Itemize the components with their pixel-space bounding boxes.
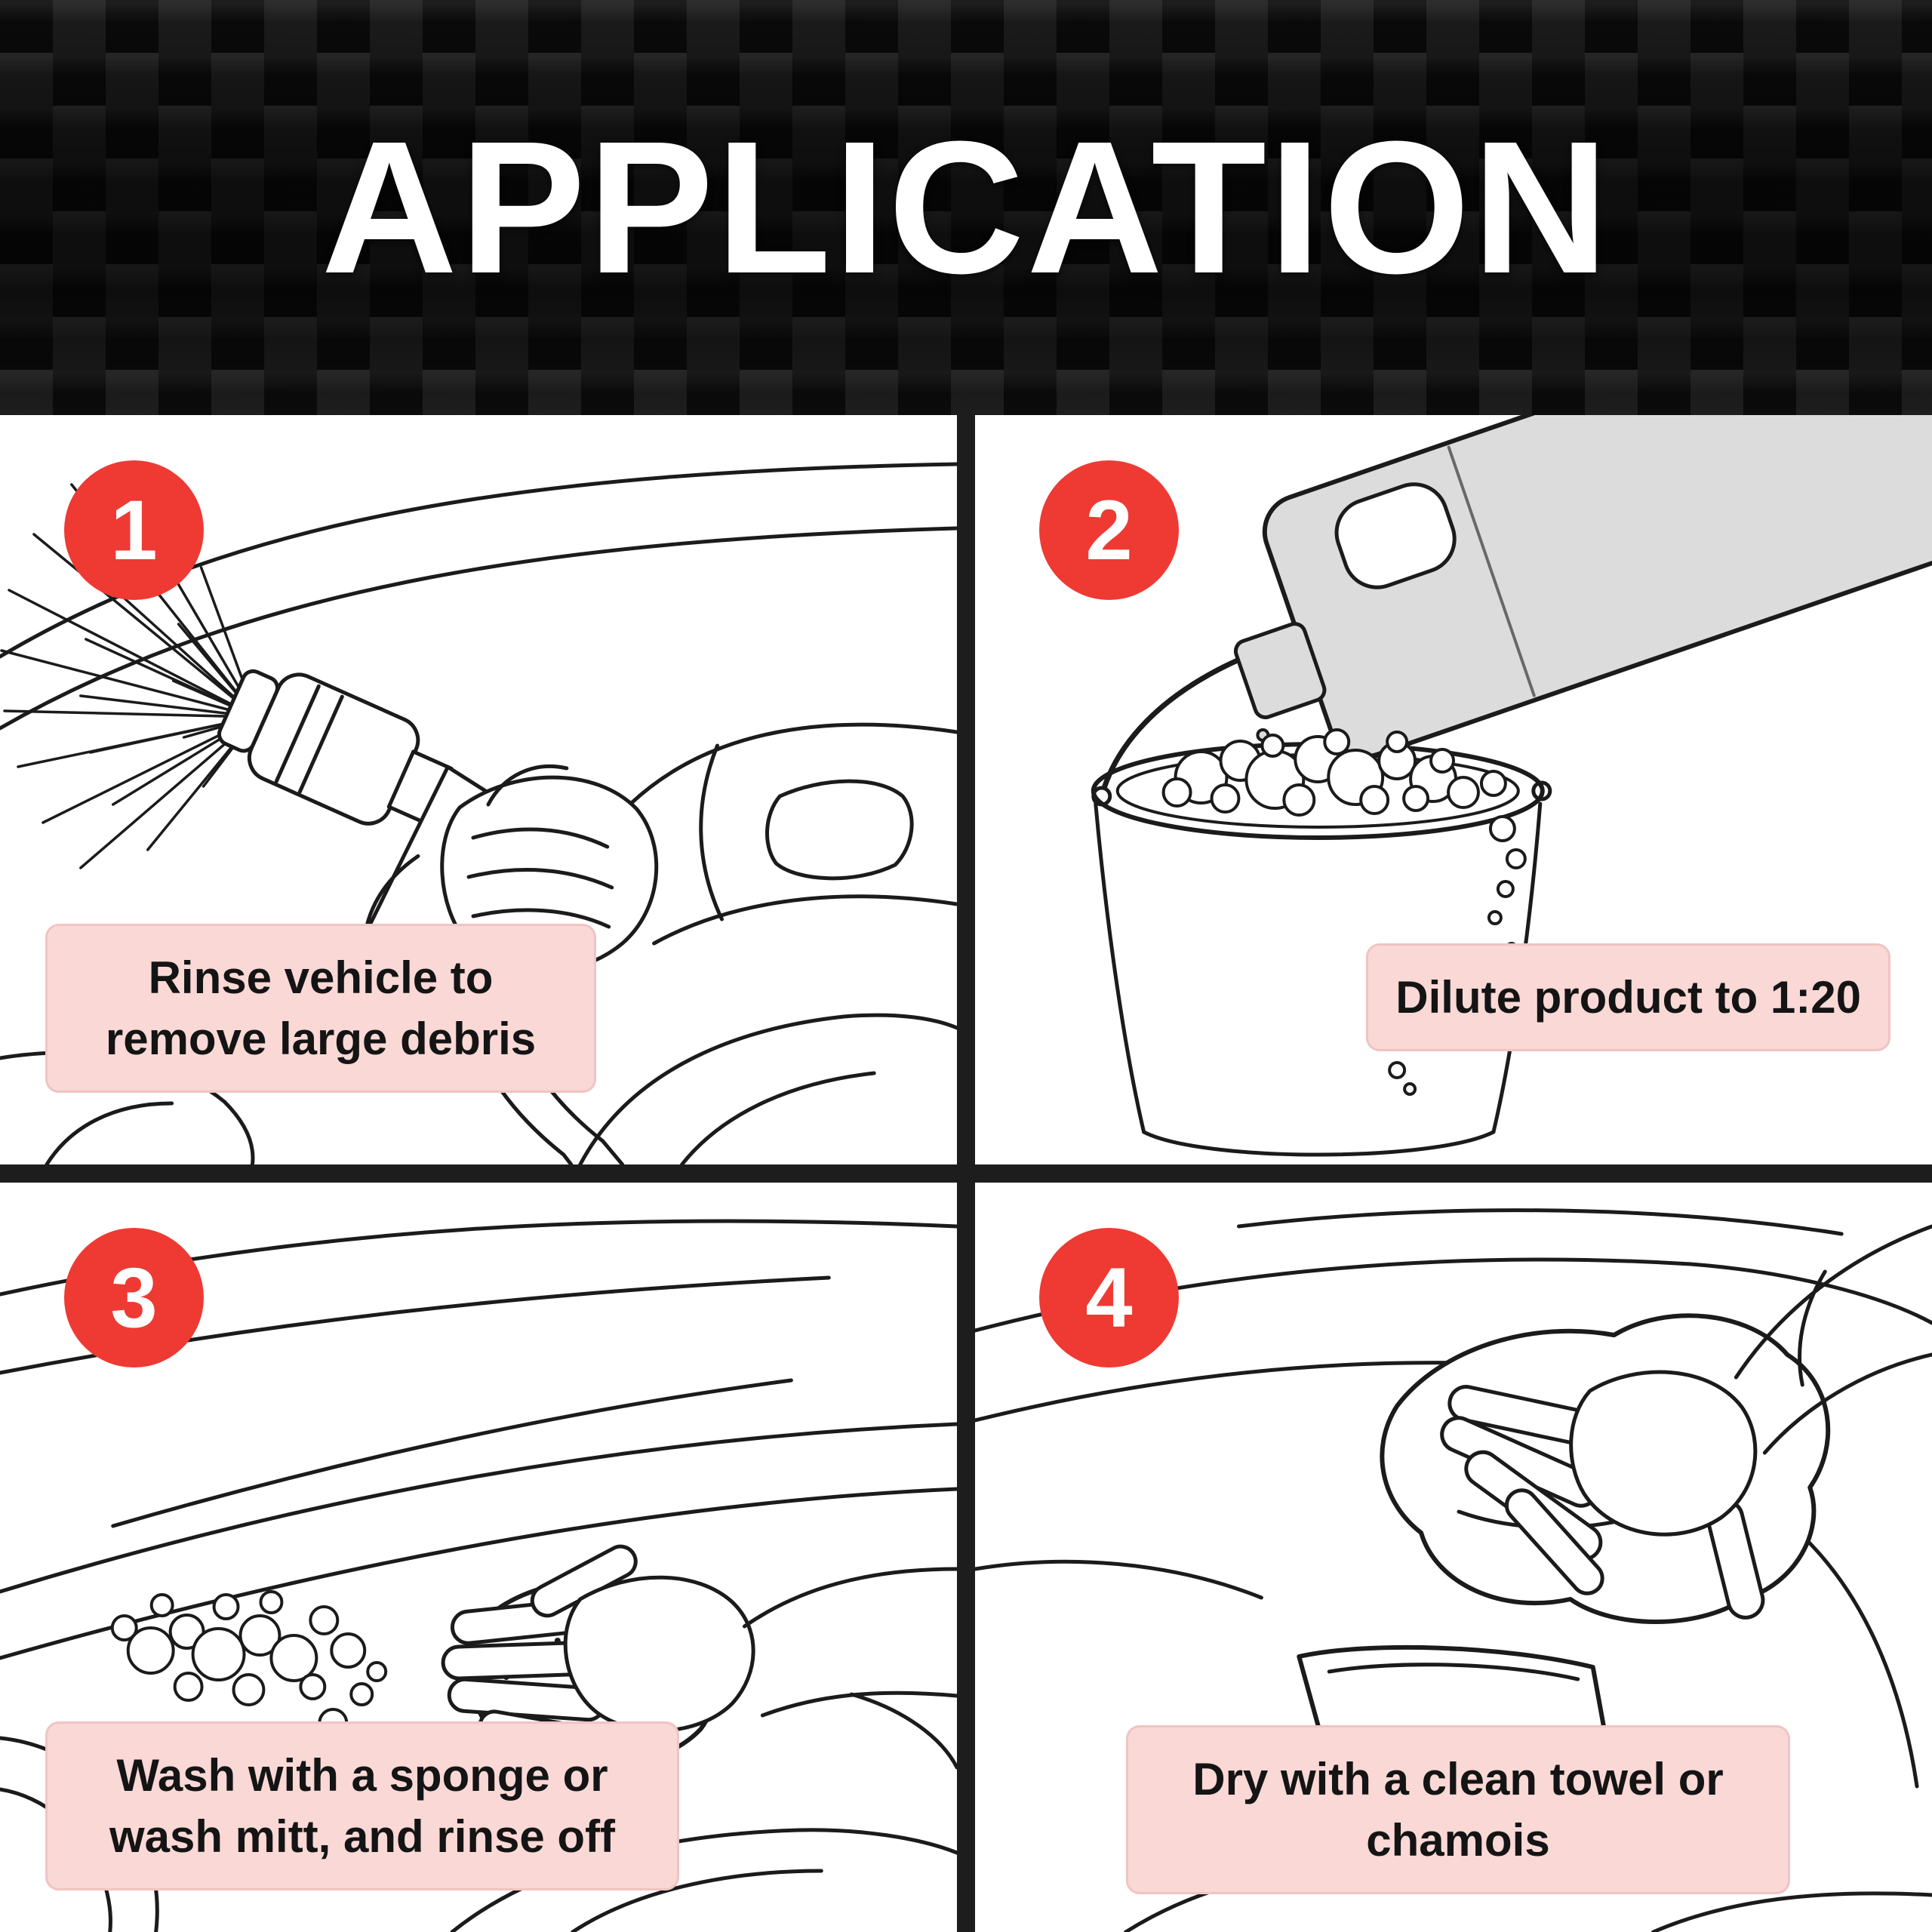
- step-number-badge: 3: [64, 1228, 204, 1367]
- step-number-badge: 4: [1039, 1228, 1179, 1367]
- caption-line: Dry with a clean towel or: [1192, 1754, 1724, 1804]
- step-number-badge: 1: [64, 460, 204, 600]
- step-number: 2: [1085, 483, 1133, 577]
- step-caption: Rinse vehicle to remove large debris: [45, 924, 596, 1093]
- page-title: APPLICATION: [321, 102, 1611, 312]
- caption-line: Rinse vehicle to: [148, 952, 494, 1003]
- caption-line: remove large debris: [105, 1014, 537, 1064]
- step-panel-4: 4 Dry with a clean towel or chamois: [975, 1183, 1932, 1932]
- caption-line: Wash with a sponge or: [116, 1750, 608, 1801]
- caption-line: chamois: [1366, 1815, 1550, 1866]
- caption-line: Dilute product to 1:20: [1395, 972, 1861, 1023]
- step-caption: Dry with a clean towel or chamois: [1126, 1725, 1790, 1894]
- step-number: 1: [110, 483, 158, 577]
- step-panel-3: 3 Wash with a sponge or wash mitt, and r…: [0, 1183, 957, 1932]
- jug-pouring-into-bucket-illustration: [1091, 415, 1932, 1157]
- caption-line: wash mitt, and rinse off: [109, 1811, 616, 1862]
- step-number: 4: [1085, 1251, 1133, 1345]
- step-caption: Wash with a sponge or wash mitt, and rin…: [45, 1721, 679, 1890]
- step-number: 3: [110, 1251, 158, 1345]
- step-caption: Dilute product to 1:20: [1366, 943, 1890, 1051]
- header-banner: APPLICATION: [0, 0, 1932, 415]
- step-panel-1: 1 Rinse vehicle to remove large debris: [0, 415, 957, 1164]
- step-number-badge: 2: [1039, 460, 1179, 600]
- steps-grid: 1 Rinse vehicle to remove large debris: [0, 415, 1932, 1932]
- step-panel-2: 2 Dilute product to 1:20: [975, 415, 1932, 1164]
